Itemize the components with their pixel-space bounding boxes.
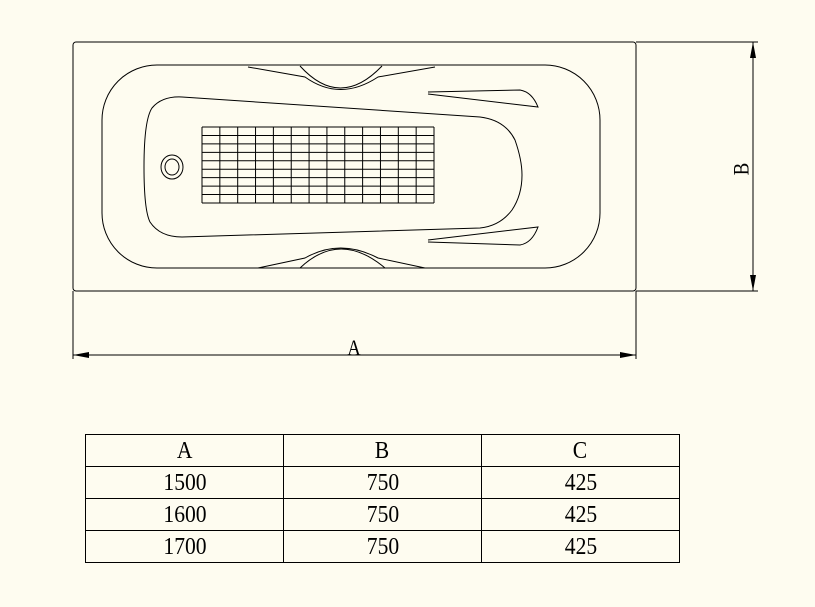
tub-outline (72, 41, 637, 292)
cell-b: 750 (366, 501, 399, 528)
anti-slip-grid (201, 126, 435, 204)
armrest-bottom (427, 226, 539, 246)
cell-b: 750 (366, 469, 399, 496)
table-header-row: A B C (85, 434, 680, 467)
dimension-b-label: B (728, 162, 754, 176)
cell-a: 1600 (162, 501, 207, 528)
header-b: B (375, 437, 390, 464)
cell-c: 425 (564, 501, 597, 528)
tub-basin (143, 96, 523, 238)
cell-c: 425 (564, 469, 597, 496)
drain-outer (160, 154, 184, 180)
dimensions-table: A B C 1500 750 425 1600 750 425 1700 750… (85, 434, 680, 563)
table-row: 1700 750 425 (85, 530, 680, 563)
tub-rim (101, 64, 601, 269)
cell-b: 750 (366, 533, 399, 560)
cell-a: 1700 (162, 533, 207, 560)
cell-c: 425 (564, 533, 597, 560)
header-c: C (573, 437, 588, 464)
table-row: 1600 750 425 (85, 498, 680, 531)
header-a: A (176, 437, 193, 464)
armrest-top (427, 89, 539, 108)
handle-top (247, 65, 436, 90)
cell-a: 1500 (162, 469, 207, 496)
drain-inner (164, 158, 180, 176)
dimension-a-label: A (347, 335, 361, 360)
table-row: 1500 750 425 (85, 466, 680, 499)
handle-bottom (257, 247, 426, 269)
